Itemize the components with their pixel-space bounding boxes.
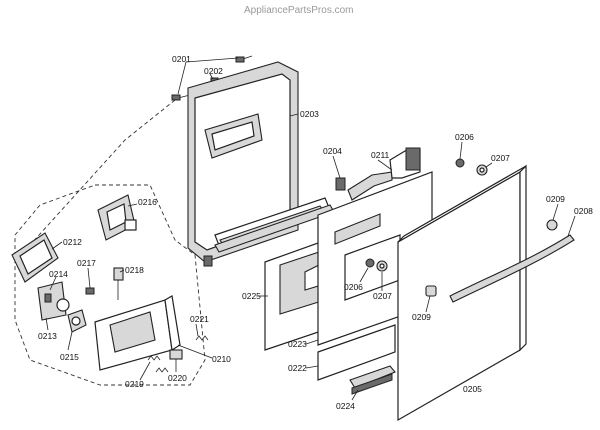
label-0213: 0213 xyxy=(38,331,57,341)
screw-part-0201 xyxy=(171,55,253,101)
dispenser-lid-0216 xyxy=(97,194,137,241)
handle-cap-0209-lower xyxy=(425,285,437,297)
label-0209-lower: 0209 xyxy=(412,312,431,322)
label-0220: 0220 xyxy=(168,373,187,383)
label-0225: 0225 xyxy=(242,291,261,301)
label-0201: 0201 xyxy=(172,54,191,64)
latch-part-0220 xyxy=(169,349,183,360)
dispenser-body-0210 xyxy=(94,295,181,371)
dispenser-group-outline xyxy=(14,184,206,386)
label-0203: 0203 xyxy=(300,109,319,119)
label-0207-upper: 0207 xyxy=(491,153,510,163)
label-0212: 0212 xyxy=(63,237,82,247)
label-0209-upper: 0209 xyxy=(546,194,565,204)
label-0217: 0217 xyxy=(77,258,96,268)
label-0207-lower: 0207 xyxy=(373,291,392,301)
handle-part-0208 xyxy=(449,234,575,303)
spring-part-0217 xyxy=(85,287,95,295)
label-0215: 0215 xyxy=(60,352,79,362)
label-0205: 0205 xyxy=(463,384,482,394)
washer-part-0207-upper xyxy=(476,164,488,176)
label-0206-upper: 0206 xyxy=(455,132,474,142)
label-0202: 0202 xyxy=(204,66,223,76)
spring-part-0219 xyxy=(147,355,169,373)
rinse-aid-cap-0215 xyxy=(67,309,87,333)
label-0216: 0216 xyxy=(138,197,157,207)
hinge-bracket-0211 xyxy=(347,147,421,201)
label-0208: 0208 xyxy=(574,206,593,216)
lower-trim-0224 xyxy=(349,365,396,395)
label-0214: 0214 xyxy=(49,269,68,279)
seal-ring-0213 xyxy=(56,298,70,312)
label-0219: 0219 xyxy=(125,379,144,389)
dispenser-cover-0214 xyxy=(37,281,67,321)
leader-lines xyxy=(45,57,576,401)
screw-guide-dashed-line xyxy=(29,99,176,246)
spring-part-0221 xyxy=(195,335,209,341)
fastener-part-0206-lower xyxy=(365,258,375,268)
washer-part-0207-lower xyxy=(376,260,388,272)
label-0222: 0222 xyxy=(288,363,307,373)
label-0224: 0224 xyxy=(336,401,355,411)
label-0218: 0218 xyxy=(125,265,144,275)
label-0206-lower: 0206 xyxy=(344,282,363,292)
kick-plate-0222 xyxy=(317,324,396,381)
watermark-text: AppliancePartsPros.com xyxy=(244,5,354,16)
handle-cap-0209-upper xyxy=(546,219,558,231)
label-0211: 0211 xyxy=(371,150,390,160)
label-0221: 0221 xyxy=(190,314,209,324)
label-0223: 0223 xyxy=(288,339,307,349)
fastener-part-0206-upper xyxy=(455,158,465,168)
seal-frame-0212 xyxy=(11,232,59,283)
indicator-part-0218 xyxy=(113,267,124,300)
label-0204: 0204 xyxy=(323,146,342,156)
label-0210: 0210 xyxy=(212,354,231,364)
